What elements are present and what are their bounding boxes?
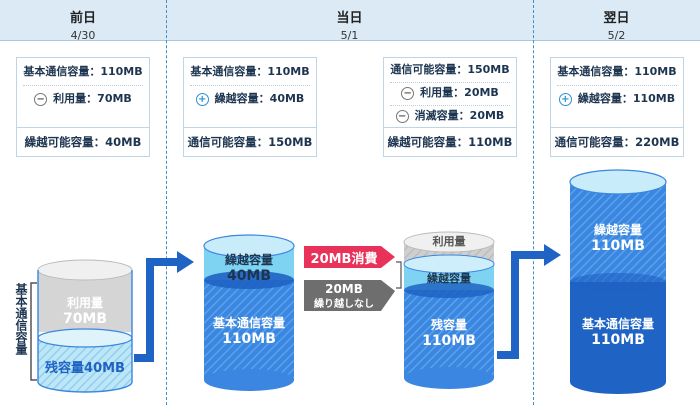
mid-total-row: 通信可能容量：150MB <box>184 127 316 156</box>
cylinder-current-end <box>403 231 495 389</box>
next-total-row: 通信可能容量：220MB <box>551 127 683 156</box>
mid-basic-value: 110MB <box>222 330 276 347</box>
lost-tag-value: 20MB <box>325 282 363 296</box>
header-prev-date: 4/30 <box>70 29 96 42</box>
consume-tag-label: 20MB消費 <box>310 252 378 267</box>
arrow-current-to-next-head <box>544 244 561 266</box>
info-box-prev: 基本通信容量：110MB −利用量：70MB 繰越可能容量：40MB <box>16 57 150 157</box>
separator <box>390 82 510 83</box>
mid-basic-title: 基本通信容量 <box>212 316 285 330</box>
prev-total-row: 繰越可能容量：40MB <box>17 127 149 156</box>
consume-tag <box>304 246 395 268</box>
info-box-current-end: 通信可能容量：150MB −利用量：20MB −消滅容量：20MB 繰越可能容量… <box>383 57 517 157</box>
prev-basic-row: 基本通信容量：110MB <box>23 65 143 78</box>
divider-right <box>533 0 534 405</box>
mid-basic-row: 基本通信容量：110MB <box>190 65 310 78</box>
next-carry-value: 110MB <box>591 237 645 254</box>
plus-icon: + <box>558 92 572 106</box>
next-basic-row: 基本通信容量：110MB <box>557 65 677 78</box>
curr-used-label: 利用量 <box>432 235 466 248</box>
cylinder-prev <box>37 259 133 393</box>
lost-tag-label: 20MB 繰り越しなし <box>304 282 384 311</box>
mid-carry-value: 40MB <box>226 267 272 284</box>
header-next-date: 5/2 <box>607 29 626 42</box>
curr-used-row: −利用量：20MB <box>384 81 516 105</box>
prev-remaining-label: 残容量40MB <box>45 361 125 376</box>
mid-carry-row: + 繰越容量：40MB <box>184 87 316 111</box>
next-basic-value: 110MB <box>591 331 645 348</box>
header-prev-title: 前日 <box>69 11 96 26</box>
curr-total-row: 繰越可能容量：110MB <box>384 127 516 156</box>
header-next-day: 翌日 5/2 <box>533 0 700 42</box>
mid-carry-text: 繰越容量：40MB <box>214 92 305 105</box>
prev-used-row: −利用量：70MB <box>17 87 149 111</box>
lost-tag-note: 繰り越しなし <box>314 298 374 310</box>
plus-icon: + <box>195 92 209 106</box>
arrow-prev-to-current <box>134 258 178 362</box>
lost-tag-bracket <box>396 261 402 289</box>
curr-used-text: 利用量：20MB <box>420 86 499 99</box>
prev-used-title: 利用量 <box>66 296 103 310</box>
mid-carry-title: 繰越容量 <box>224 253 273 267</box>
minus-icon: − <box>34 92 48 106</box>
side-basic-capacity-label: 基本通信容量 <box>14 283 28 355</box>
cylinder-next <box>569 169 667 394</box>
header-current-title: 当日 <box>336 11 363 26</box>
next-basic-title: 基本通信容量 <box>581 317 654 331</box>
separator <box>390 105 510 106</box>
header-next-title: 翌日 <box>603 11 630 26</box>
info-box-next: 基本通信容量：110MB + 繰越容量：110MB 通信可能容量：220MB <box>550 57 684 157</box>
curr-remaining-label: 残容量 110MB <box>404 318 494 349</box>
mid-basic-label: 基本通信容量 110MB <box>204 316 294 347</box>
info-box-current-start: 基本通信容量：110MB + 繰越容量：40MB 通信可能容量：150MB <box>183 57 317 157</box>
header-current-date: 5/1 <box>340 29 359 42</box>
divider-left <box>166 0 167 405</box>
curr-expired-text: 消滅容量：20MB <box>414 109 505 122</box>
curr-expired-row: −消滅容量：20MB <box>384 104 516 128</box>
next-carry-text: 繰越容量：110MB <box>577 92 676 105</box>
curr-remaining-title: 残容量 <box>430 318 467 332</box>
cylinder-current-start <box>203 234 295 391</box>
next-carry-label: 繰越容量 110MB <box>570 223 666 254</box>
header-prev-day: 前日 4/30 <box>0 0 166 42</box>
header-current-day: 当日 5/1 <box>166 0 533 42</box>
next-carry-row: + 繰越容量：110MB <box>551 87 683 111</box>
minus-icon: − <box>401 86 415 100</box>
prev-used-value: 70MB <box>62 310 108 327</box>
separator <box>190 85 310 86</box>
curr-available-row: 通信可能容量：150MB <box>390 63 510 76</box>
next-basic-label: 基本通信容量 110MB <box>570 317 666 348</box>
next-carry-title: 繰越容量 <box>593 223 642 237</box>
curr-remaining-value: 110MB <box>422 332 476 349</box>
prev-used-label: 利用量 70MB <box>38 296 132 327</box>
mid-carry-label: 繰越容量 40MB <box>204 253 294 284</box>
separator <box>23 85 143 86</box>
lost-tag <box>304 280 395 311</box>
curr-carry-label: 繰越容量 <box>427 272 471 285</box>
arrow-prev-to-current-head <box>177 251 194 273</box>
arrow-current-to-next <box>497 251 545 359</box>
minus-icon: − <box>395 109 409 123</box>
separator <box>557 85 677 86</box>
prev-used-text: 利用量：70MB <box>53 92 132 105</box>
side-bracket <box>30 282 37 381</box>
